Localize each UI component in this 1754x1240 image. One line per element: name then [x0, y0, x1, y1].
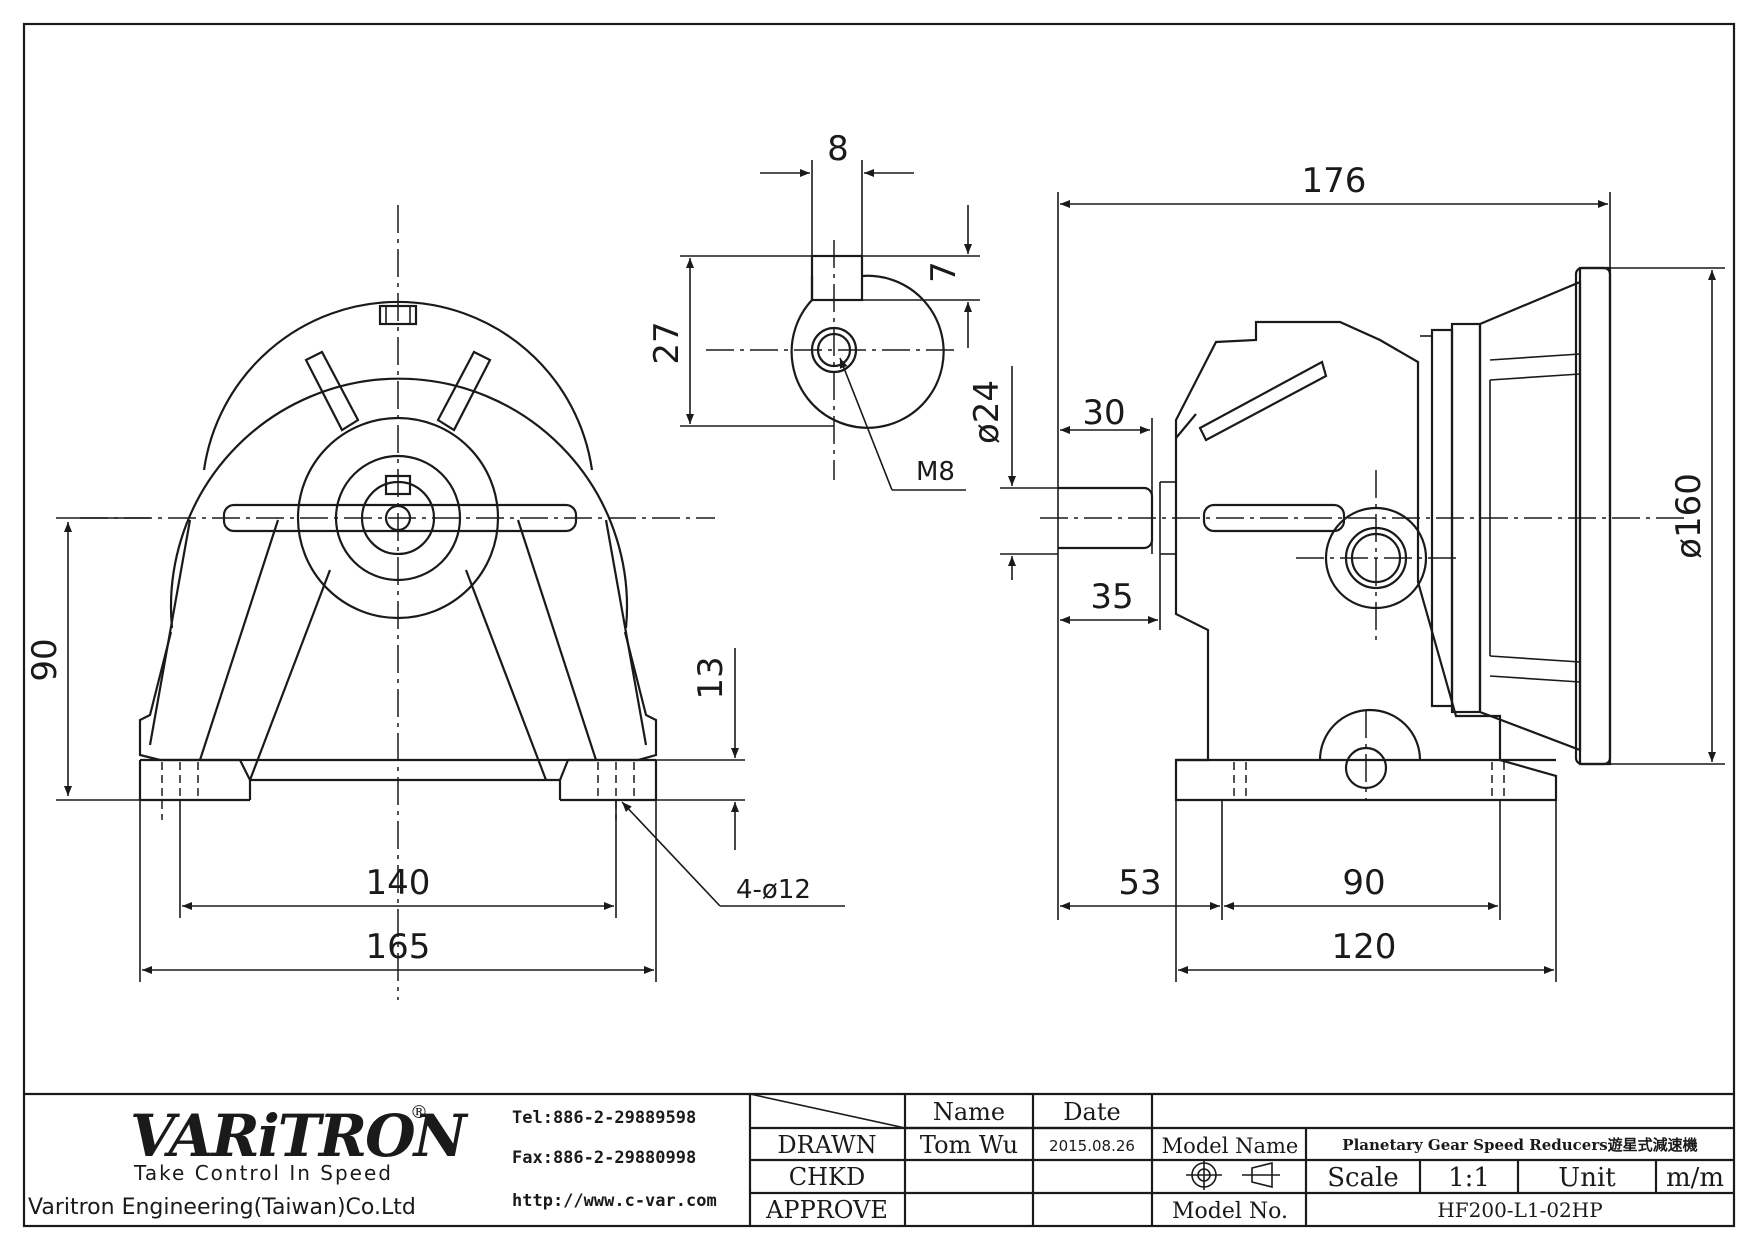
dim-bolt-140: 140	[366, 863, 431, 903]
model-no-label: Model No.	[1172, 1199, 1288, 1224]
dim-height-27: 27	[647, 321, 687, 364]
dim-bolt-90: 90	[1342, 863, 1385, 903]
drawn-label: DRAWN	[777, 1131, 876, 1159]
drawn-date: 2015.08.26	[1049, 1137, 1135, 1155]
drawn-name: Tom Wu	[920, 1131, 1018, 1159]
col-name: Name	[933, 1098, 1005, 1126]
model-name-value: Planetary Gear Speed Reducers遊星式減速機	[1342, 1136, 1697, 1154]
slogan: Take Control In Speed	[133, 1161, 393, 1185]
tel: Tel:886-2-29889598	[512, 1108, 696, 1128]
projection-symbol-icon	[1186, 1160, 1280, 1190]
side-view: 176 ø24 30 35 ø160 53 90 120	[967, 161, 1725, 982]
dim-offset-53: 53	[1118, 863, 1161, 903]
dim-base-120: 120	[1332, 927, 1397, 967]
registered-mark: ®	[410, 1102, 428, 1123]
front-view: 90 13 140 165 4-ø12	[25, 205, 845, 1000]
scale-value: 1:1	[1448, 1163, 1490, 1193]
chkd-label: CHKD	[789, 1163, 865, 1191]
col-date: Date	[1063, 1098, 1120, 1126]
dim-key-7: 7	[924, 261, 964, 283]
shaft-section-view: 8 7 27 M8	[647, 129, 980, 491]
dim-length-176: 176	[1302, 161, 1367, 201]
brand-logo: VARiTRON	[130, 1102, 469, 1170]
scale-label: Scale	[1327, 1163, 1399, 1193]
model-no-value: HF200-L1-02HP	[1437, 1198, 1602, 1222]
dim-shaft-dia: ø24	[967, 380, 1007, 444]
website: http://www.c-var.com	[512, 1191, 717, 1211]
dim-width-165: 165	[366, 927, 431, 967]
dim-thread: M8	[916, 457, 955, 487]
model-name-label: Model Name	[1162, 1134, 1299, 1158]
dim-shaft-30: 30	[1082, 393, 1125, 433]
dim-height-90: 90	[25, 638, 65, 681]
dim-shaft-35: 35	[1090, 577, 1133, 617]
unit-value: m/m	[1666, 1163, 1724, 1193]
dim-foot-13: 13	[691, 656, 731, 699]
dim-holes: 4-ø12	[736, 875, 811, 905]
approve-label: APPROVE	[765, 1196, 888, 1224]
company-name: Varitron Engineering(Taiwan)Co.Ltd	[28, 1195, 416, 1220]
drawing-border	[22, 22, 1736, 1228]
dim-flange-dia: ø160	[1669, 473, 1709, 559]
title-block: VARiTRON ® Take Control In Speed Varitro…	[28, 1093, 1734, 1226]
dim-key-8: 8	[827, 129, 849, 169]
unit-label: Unit	[1558, 1163, 1616, 1193]
fax: Fax:886-2-29880998	[512, 1148, 696, 1168]
